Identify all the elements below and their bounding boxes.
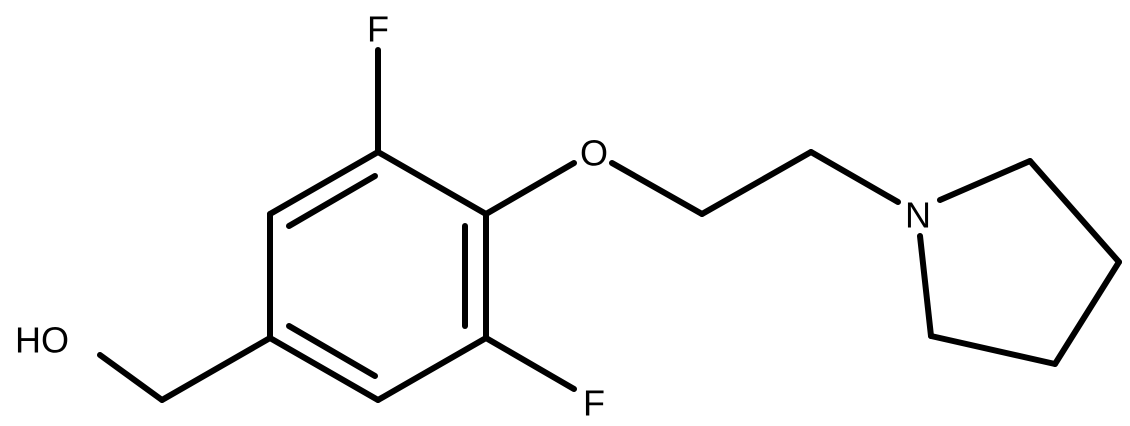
atom-f-top: F [367, 9, 389, 50]
atom-hydroxyl: HO [15, 320, 69, 361]
bond-cb-cc [1052, 259, 1122, 367]
bond-c3-f [483, 335, 577, 392]
bond-o-ch2 [609, 160, 705, 217]
atom-o-ether: O [580, 133, 608, 174]
bond-c1-c2 [375, 149, 489, 217]
bond-c4-c5 [267, 335, 381, 403]
bond-ch2-oh [97, 352, 165, 403]
bond-ch2-ch2 [699, 149, 814, 217]
bond-cc-cd [928, 333, 1058, 367]
bond-c5-ch2oh [159, 335, 273, 403]
bond-n-ca [937, 158, 1033, 203]
pyrrolidine-ring [917, 158, 1122, 367]
bond-c2-o [483, 160, 577, 217]
benzene-ring [267, 149, 489, 403]
bond-cd-n [917, 233, 934, 339]
atom-n-ring: N [905, 195, 931, 236]
bond-c6-c1-inner [286, 173, 378, 229]
atom-f-bottom: F [583, 383, 605, 424]
bond-c3-c4 [375, 335, 489, 403]
bond-ca-cb [1027, 158, 1122, 265]
bond-ch2-n [808, 149, 901, 205]
bond-c4-c5-inner [286, 323, 378, 379]
bond-c6-c1 [267, 149, 381, 217]
